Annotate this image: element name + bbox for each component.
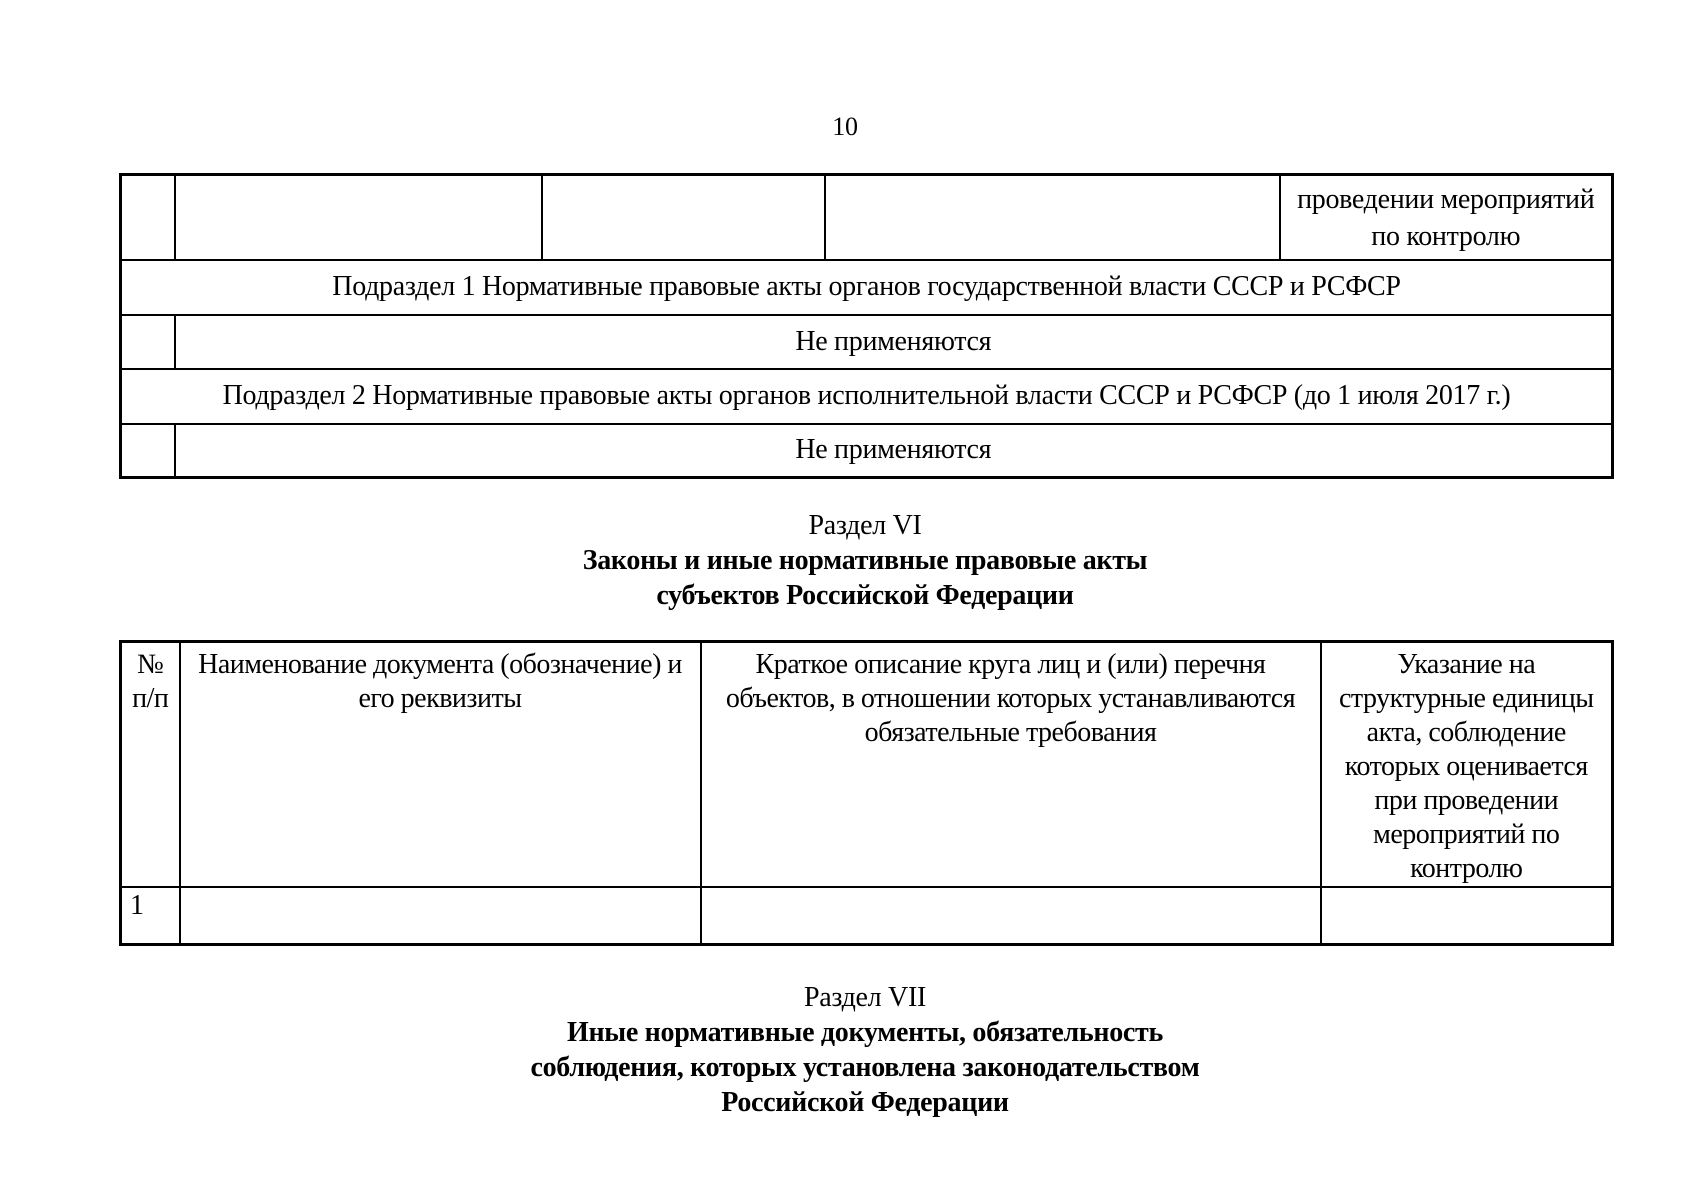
header-cell-doc-name: Наименование документа (обозначение) и е… bbox=[178, 640, 702, 888]
section-vi-title-line-2: субъектов Российской Федерации bbox=[656, 580, 1074, 611]
section-vii-title-line-1: Иные нормативные документы, обязательнос… bbox=[566, 1017, 1164, 1048]
section-vii-title-line-2: соблюдения, которых установлена законода… bbox=[530, 1052, 1200, 1083]
table-header-row: № п/п Наименование документа (обозначени… bbox=[119, 640, 1614, 888]
page-number: 10 bbox=[832, 112, 858, 141]
empty-cell bbox=[173, 173, 543, 261]
section-vii-title-line-3: Российской Федерации bbox=[721, 1087, 1009, 1118]
header-cell-description: Краткое описание круга лиц и (или) переч… bbox=[699, 640, 1322, 888]
header-cell-num: № п/п bbox=[119, 640, 181, 888]
table-row-subsection-2: Подраздел 2 Нормативные правовые акты ор… bbox=[119, 367, 1614, 425]
section-vi-heading: Раздел VI Законы и иные нормативные прав… bbox=[119, 508, 1611, 613]
section-vi-label: Раздел VI bbox=[808, 510, 922, 541]
table-row-subsection-2-value: Не применяются bbox=[119, 422, 1614, 479]
subsection-2-title: Подраздел 2 Нормативные правовые акты ор… bbox=[119, 367, 1614, 425]
table-row-continuation: проведении мероприятий по контролю bbox=[119, 173, 1614, 261]
row-cell-description bbox=[699, 886, 1322, 945]
empty-cell bbox=[119, 313, 176, 370]
section-vii-heading: Раздел VII Иные нормативные документы, о… bbox=[119, 980, 1611, 1120]
section-vii-label: Раздел VII bbox=[803, 982, 927, 1013]
row-cell-num: 1 bbox=[119, 886, 181, 945]
continuation-header-cell: проведении мероприятий по контролю bbox=[1278, 173, 1614, 261]
header-cell-structural-units: Указание на структурные единицы акта, со… bbox=[1319, 640, 1614, 888]
section-vi-title-line-1: Законы и иные нормативные правовые акты bbox=[582, 545, 1148, 576]
table-row-subsection-1-value: Не применяются bbox=[119, 313, 1614, 370]
row-cell-doc-name bbox=[178, 886, 702, 945]
empty-cell bbox=[119, 173, 176, 261]
empty-cell bbox=[119, 422, 176, 479]
empty-cell bbox=[540, 173, 826, 261]
table-section-vi: № п/п Наименование документа (обозначени… bbox=[119, 640, 1614, 946]
empty-cell bbox=[823, 173, 1281, 261]
subsection-1-title: Подраздел 1 Нормативные правовые акты ор… bbox=[119, 258, 1614, 316]
subsection-1-value: Не применяются bbox=[173, 313, 1614, 370]
table-normative-acts-continuation: проведении мероприятий по контролю Подра… bbox=[119, 173, 1614, 479]
row-cell-structural-units bbox=[1319, 886, 1614, 945]
table-row: 1 bbox=[119, 886, 1614, 945]
subsection-2-value: Не применяются bbox=[173, 422, 1614, 479]
table-row-subsection-1: Подраздел 1 Нормативные правовые акты ор… bbox=[119, 258, 1614, 316]
